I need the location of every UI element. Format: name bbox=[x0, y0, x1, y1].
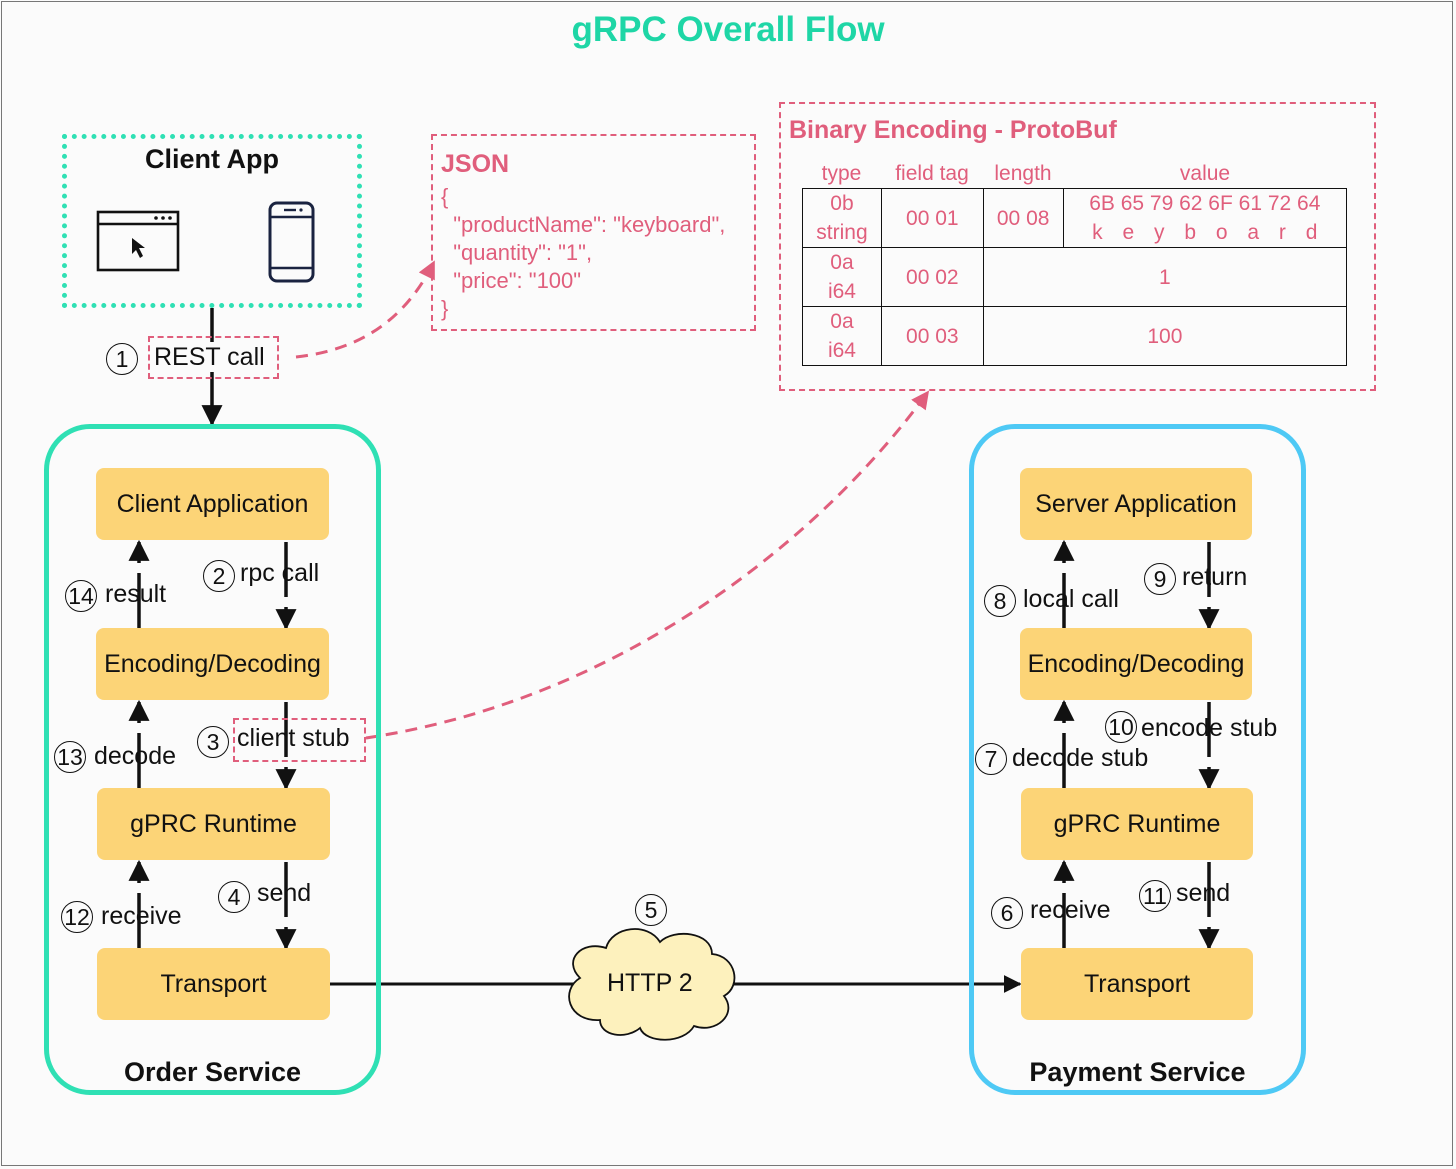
json-line: "productName": "keyboard", bbox=[441, 212, 726, 237]
stub-to-protobuf-callout bbox=[365, 390, 930, 740]
smartphone-icon bbox=[268, 201, 315, 283]
value-chars: k e y b o a r d bbox=[1092, 221, 1318, 244]
order-transport-block: Transport bbox=[97, 948, 330, 1020]
client-app-box bbox=[62, 134, 362, 308]
decode-stub-label: decode stub bbox=[1012, 744, 1149, 772]
step-number-3: 3 bbox=[197, 726, 229, 758]
server-application-block: Server Application bbox=[1020, 468, 1252, 540]
receive-label: receive bbox=[101, 902, 182, 930]
value-cell: 1 bbox=[982, 247, 1348, 307]
length-cell: 00 08 bbox=[982, 188, 1064, 248]
step-number-7: 7 bbox=[975, 743, 1007, 775]
payment-encoding-decoding-block: Encoding/Decoding bbox=[1020, 628, 1252, 700]
payment-transport-block: Transport bbox=[1021, 948, 1253, 1020]
client-stub-box bbox=[233, 718, 366, 762]
step-number-10: 10 bbox=[1105, 711, 1137, 743]
diagram-title: gRPC Overall Flow bbox=[571, 10, 885, 49]
send-label: send bbox=[257, 879, 312, 907]
encode-stub-label: encode stub bbox=[1141, 714, 1278, 742]
step-number-4: 4 bbox=[218, 881, 250, 913]
payment-send-label: send bbox=[1176, 879, 1231, 907]
json-line: "price": "100" bbox=[441, 268, 582, 293]
payment-receive-label: receive bbox=[1030, 896, 1111, 924]
json-title: JSON bbox=[441, 150, 510, 178]
step-number-12: 12 bbox=[61, 901, 93, 933]
field-tag-cell: 00 03 bbox=[880, 306, 984, 366]
client-app-title: Client App bbox=[145, 144, 279, 174]
http2-label: HTTP 2 bbox=[607, 969, 693, 997]
http2-cloud-icon bbox=[568, 928, 736, 1041]
header-type: type bbox=[821, 162, 862, 185]
step-number-11: 11 bbox=[1139, 880, 1171, 912]
browser-window-icon bbox=[96, 210, 180, 272]
value-cell: 100 bbox=[982, 306, 1348, 366]
field-tag-cell: 00 01 bbox=[880, 188, 984, 248]
step-number-6: 6 bbox=[991, 897, 1023, 929]
payment-service-label: Payment Service bbox=[1029, 1057, 1246, 1087]
step-number-2: 2 bbox=[203, 560, 235, 592]
payment-grpc-runtime-block: gPRC Runtime bbox=[1021, 788, 1253, 860]
rest-call-label: REST call bbox=[154, 342, 265, 372]
client-application-block: Client Application bbox=[96, 468, 329, 540]
json-line: { bbox=[441, 184, 449, 209]
step-number-14: 14 bbox=[65, 580, 97, 612]
header-value: value bbox=[1179, 162, 1231, 185]
step-number-1: 1 bbox=[106, 343, 138, 375]
step-number-5: 5 bbox=[635, 894, 667, 926]
order-encoding-decoding-block: Encoding/Decoding bbox=[96, 628, 329, 700]
value-hex: 6B 65 79 62 6F 61 72 64 bbox=[1089, 192, 1321, 215]
header-length: length bbox=[994, 162, 1052, 185]
json-line: } bbox=[441, 296, 449, 321]
step-number-8: 8 bbox=[984, 585, 1016, 617]
payment-service-container bbox=[969, 424, 1306, 1095]
protobuf-title: Binary Encoding - ProtoBuf bbox=[789, 116, 1117, 144]
value-cell: 6B 65 79 62 6F 61 72 64 k e y b o a r d bbox=[1062, 188, 1348, 248]
result-label: result bbox=[105, 580, 167, 608]
order-service-container bbox=[44, 424, 381, 1095]
rest-to-json-callout bbox=[295, 260, 436, 359]
return-label: return bbox=[1182, 563, 1248, 591]
decode-label: decode bbox=[94, 742, 177, 770]
client-stub-label: client stub bbox=[237, 724, 350, 752]
json-line: "quantity": "1", bbox=[441, 240, 593, 265]
json-box: JSON { "productName": "keyboard", "quant… bbox=[431, 134, 756, 331]
protobuf-box: Binary Encoding - ProtoBuf bbox=[779, 102, 1376, 391]
order-service-label: Order Service bbox=[123, 1057, 302, 1087]
field-tag-cell: 00 02 bbox=[880, 247, 984, 307]
rpc-call-label: rpc call bbox=[240, 559, 320, 587]
step-number-9: 9 bbox=[1144, 563, 1176, 595]
order-grpc-runtime-block: gPRC Runtime bbox=[97, 788, 330, 860]
header-field-tag: field tag bbox=[895, 162, 969, 185]
step-number-13: 13 bbox=[54, 741, 86, 773]
local-call-label: local call bbox=[1023, 585, 1119, 613]
rest-call-box bbox=[148, 336, 279, 379]
